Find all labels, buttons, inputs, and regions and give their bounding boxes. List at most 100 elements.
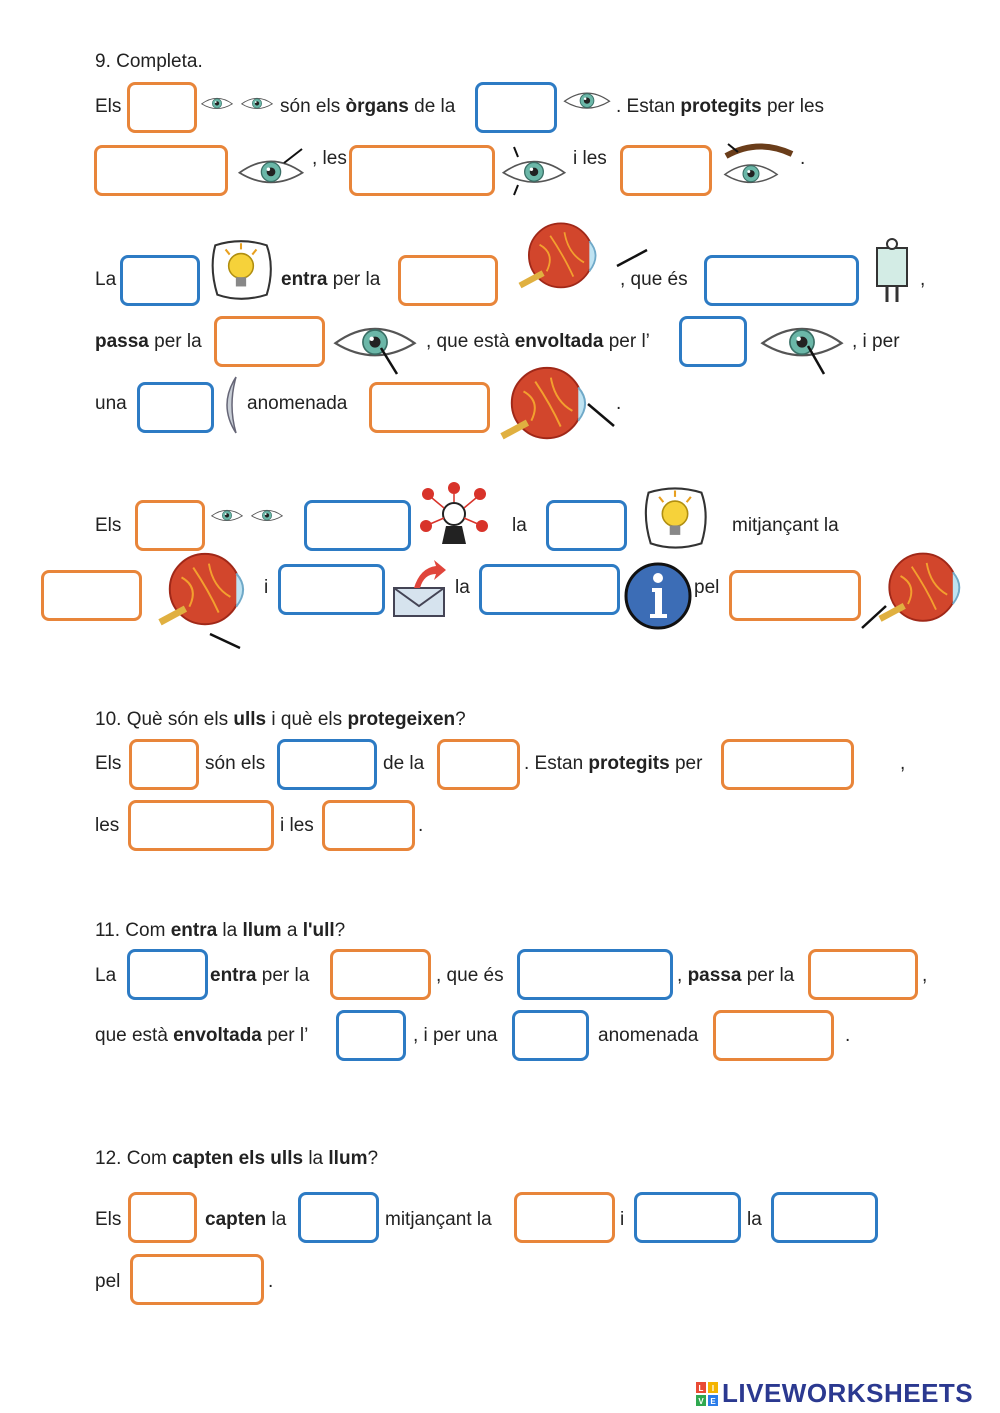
- answer-box[interactable]: [129, 739, 199, 790]
- text: ,: [922, 965, 928, 986]
- answer-box[interactable]: [322, 800, 415, 851]
- answer-box[interactable]: [721, 739, 854, 790]
- text: ,: [900, 753, 906, 774]
- answer-box[interactable]: [729, 570, 861, 621]
- exercise-12-title: 12. Com capten els ulls la llum?: [95, 1148, 379, 1169]
- text: la: [455, 577, 470, 598]
- text: .: [845, 1025, 851, 1046]
- answer-box[interactable]: [214, 316, 325, 367]
- answer-box[interactable]: [512, 1010, 589, 1061]
- answer-box[interactable]: [135, 500, 205, 551]
- iris-icon: [331, 318, 421, 376]
- brand-name: LIVEWORKSHEETS: [722, 1378, 974, 1408]
- lens-icon: [224, 375, 240, 435]
- text: de la: [383, 753, 425, 774]
- eyes-pair-icon: [200, 92, 276, 116]
- text: .: [418, 815, 424, 836]
- text: la: [747, 1209, 762, 1230]
- text: i les: [280, 815, 314, 836]
- svg-text:I: I: [712, 1384, 714, 1393]
- text: , passa per la: [677, 965, 795, 986]
- liveworksheets-logo: L I V E LIVEWORKSHEETS: [696, 1378, 973, 1409]
- svg-text:L: L: [699, 1384, 704, 1393]
- answer-box[interactable]: [127, 949, 208, 1000]
- text: les: [95, 815, 120, 836]
- eyelids-icon: [500, 143, 570, 197]
- answer-box[interactable]: [620, 145, 712, 196]
- answer-box[interactable]: [475, 82, 557, 133]
- answer-box[interactable]: [277, 739, 377, 790]
- text: ,: [920, 269, 926, 290]
- text: i: [264, 577, 269, 598]
- answer-box[interactable]: [41, 570, 142, 621]
- text: . Estan protegits per les: [616, 96, 825, 117]
- send-message-icon: [390, 558, 448, 618]
- answer-box[interactable]: [349, 145, 495, 196]
- answer-box[interactable]: [771, 1192, 878, 1243]
- text: passa per la: [95, 331, 202, 352]
- pupil-icon: [758, 318, 848, 376]
- text: , i per una: [413, 1025, 498, 1046]
- text: Els: [95, 753, 122, 774]
- text: són els: [205, 753, 266, 774]
- eye-icon: [562, 86, 612, 116]
- answer-box[interactable]: [330, 949, 431, 1000]
- answer-box[interactable]: [546, 500, 627, 551]
- text: , que és: [436, 965, 504, 986]
- exercise-11-title: 11. Com entra la llum a l'ull?: [95, 920, 346, 941]
- text: mitjançant la: [385, 1209, 492, 1230]
- exercise-10-title: 10. Què són els ulls i què els protegeix…: [95, 709, 466, 730]
- text: .: [268, 1271, 274, 1292]
- answer-box[interactable]: [128, 800, 274, 851]
- text: i les: [573, 148, 607, 169]
- answer-box[interactable]: [704, 255, 859, 306]
- text: entra per la: [281, 269, 381, 290]
- text: Els: [95, 515, 122, 536]
- answer-box[interactable]: [128, 1192, 197, 1243]
- answer-box[interactable]: [679, 316, 747, 367]
- answer-box[interactable]: [713, 1010, 834, 1061]
- answer-box[interactable]: [298, 1192, 379, 1243]
- text: i: [620, 1209, 625, 1230]
- text: anomenada: [598, 1025, 699, 1046]
- text: Els: [95, 1209, 122, 1230]
- exercise-9-title: 9. Completa.: [95, 51, 203, 72]
- eyeball-retina-icon: [496, 362, 620, 452]
- answer-box[interactable]: [479, 564, 620, 615]
- eyelashes-icon: [236, 145, 308, 191]
- answer-box[interactable]: [369, 382, 490, 433]
- lightbulb-icon: [638, 484, 712, 554]
- svg-text:E: E: [710, 1397, 716, 1406]
- svg-text:V: V: [698, 1397, 704, 1406]
- answer-box[interactable]: [137, 382, 214, 433]
- eyeball-cornea-icon: [505, 218, 651, 298]
- answer-box[interactable]: [398, 255, 498, 306]
- answer-box[interactable]: [304, 500, 411, 551]
- text: mitjançant la: [732, 515, 839, 536]
- answer-box[interactable]: [808, 949, 918, 1000]
- answer-box[interactable]: [517, 949, 673, 1000]
- answer-box[interactable]: [127, 82, 197, 133]
- text: . Estan protegits per: [524, 753, 703, 774]
- text: , i per: [852, 331, 900, 352]
- text: La: [95, 965, 117, 986]
- answer-box[interactable]: [120, 255, 200, 306]
- answer-box[interactable]: [336, 1010, 406, 1061]
- text: .: [616, 393, 622, 414]
- answer-box[interactable]: [514, 1192, 615, 1243]
- liveworksheets-logo-icon: L I V E: [696, 1381, 718, 1406]
- text: Els: [95, 96, 122, 117]
- answer-box[interactable]: [130, 1254, 264, 1305]
- text: , que està envoltada per l’: [426, 331, 650, 352]
- eyes-pair-icon: [210, 504, 286, 528]
- answer-box[interactable]: [94, 145, 228, 196]
- answer-box[interactable]: [437, 739, 520, 790]
- text: entra per la: [210, 965, 310, 986]
- text: la: [512, 515, 527, 536]
- answer-box[interactable]: [634, 1192, 741, 1243]
- answer-box[interactable]: [278, 564, 385, 615]
- text: anomenada: [247, 393, 348, 414]
- text: pel: [694, 577, 720, 598]
- text: són els òrgans de la: [280, 96, 456, 117]
- text: La: [95, 269, 117, 290]
